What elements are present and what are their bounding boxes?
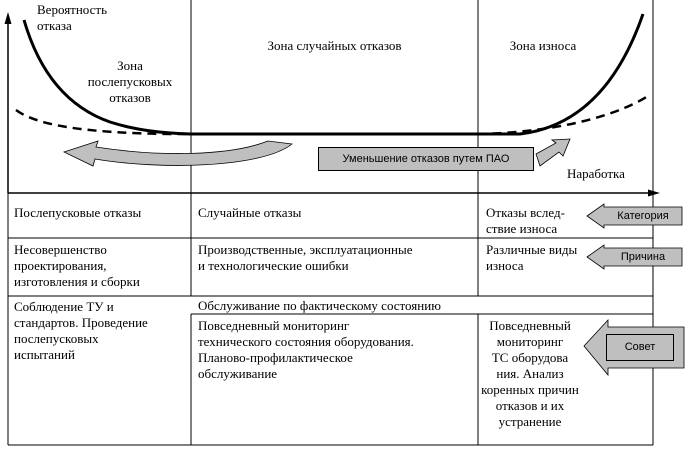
- y-axis-label-2: отказа: [37, 18, 72, 33]
- cause-early-3: изготовления и сборки: [14, 274, 140, 289]
- advice-wear-6: отказов и их: [495, 398, 565, 413]
- zone-wear: Зона износа: [509, 38, 577, 53]
- advice-wear-7: устранение: [498, 414, 562, 429]
- category-wear-1: Отказы вслед-: [486, 205, 565, 220]
- pao-label: Уменьшение отказов путем ПАО: [342, 153, 510, 165]
- zone-early-2: послепусковых: [87, 74, 173, 89]
- advice-random-2: технического состояния оборудования.: [198, 334, 414, 349]
- tag-category: Категория: [617, 210, 669, 222]
- cause-random-1: Производственные, эксплуатационные: [198, 242, 413, 257]
- advice-wear-5: коренных причин: [481, 382, 579, 397]
- cause-wear-2: износа: [486, 258, 524, 273]
- cause-random-2: и технологические ошибки: [198, 258, 349, 273]
- zone-early-3: отказов: [109, 90, 151, 105]
- category-random: Случайные отказы: [198, 205, 302, 220]
- tag-cause: Причина: [620, 251, 666, 263]
- advice-wear-2: мониторинг: [496, 334, 564, 349]
- advice-early-4: испытаний: [14, 347, 75, 362]
- advice-merged: Обслуживание по фактическому состоянию: [198, 298, 441, 313]
- category-early: Послепусковые отказы: [14, 205, 142, 220]
- zone-random: Зона случайных отказов: [267, 38, 402, 53]
- category-wear-2: ствие износа: [486, 221, 558, 236]
- zone-early-1: Зона: [117, 58, 143, 73]
- advice-tag-box: [606, 334, 674, 361]
- cause-wear-1: Различные виды: [486, 242, 578, 257]
- x-axis-label: Наработка: [567, 166, 625, 181]
- advice-random-1: Повседневный мониторинг: [198, 318, 350, 333]
- advice-early-3: послепусковых: [14, 331, 99, 346]
- advice-early-1: Соблюдение ТУ и: [14, 299, 114, 314]
- tag-advice: Совет: [624, 341, 656, 353]
- cause-early-1: Несовершенство: [14, 242, 107, 257]
- advice-random-4: обслуживание: [198, 366, 278, 381]
- advice-wear-3: ТС оборудова: [491, 350, 569, 365]
- cause-early-2: проектирования,: [14, 258, 107, 273]
- advice-wear-4: ния. Анализ: [496, 366, 564, 381]
- advice-early-2: стандартов. Проведение: [14, 315, 148, 330]
- y-axis-label-1: Вероятность: [37, 2, 108, 17]
- pao-label-box: Уменьшение отказов путем ПАО: [318, 147, 534, 171]
- advice-random-3: Планово-профилактическое: [198, 350, 353, 365]
- advice-wear-1: Повседневный: [489, 318, 571, 333]
